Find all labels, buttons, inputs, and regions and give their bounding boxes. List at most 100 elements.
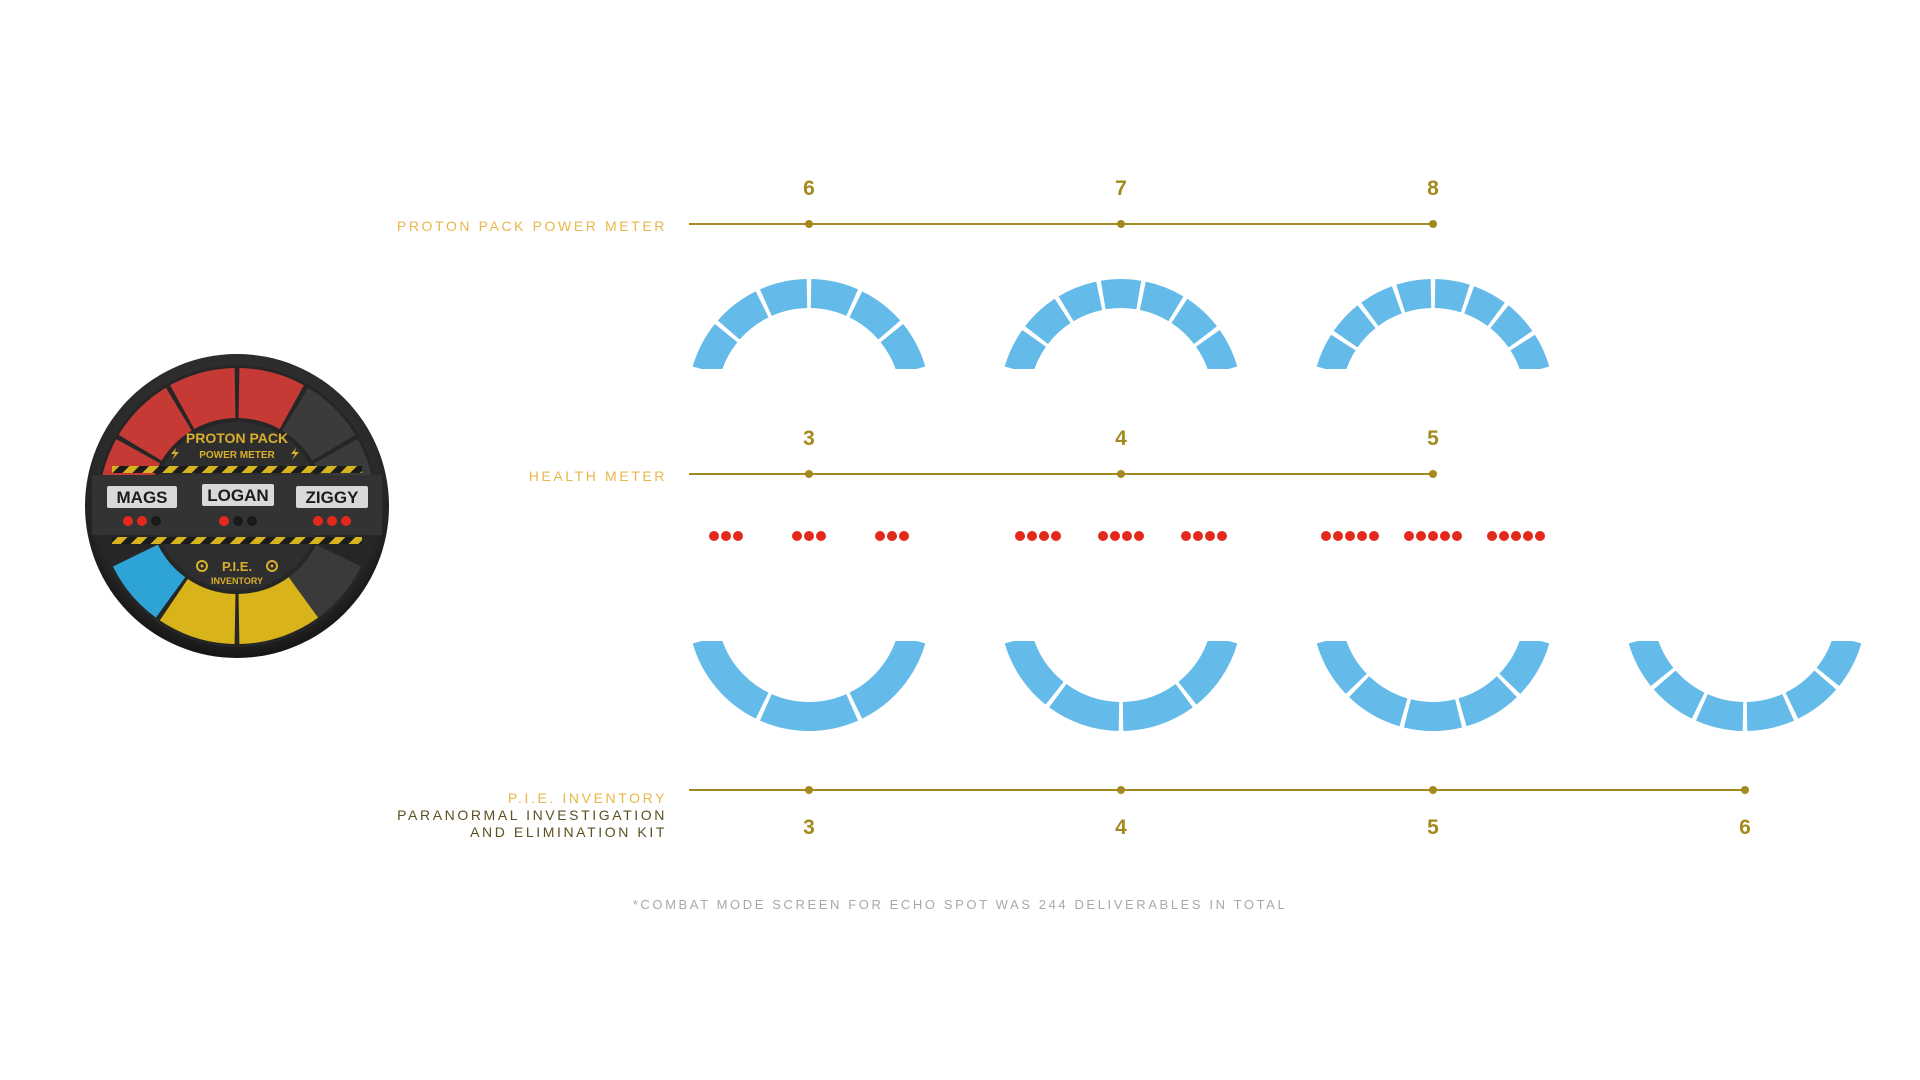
- timeline-node: [1429, 220, 1437, 228]
- power-meter-timeline: [689, 220, 1437, 228]
- footnote: *COMBAT MODE SCREEN FOR ECHO SPOT WAS 24…: [632, 897, 1288, 912]
- health-dot: [1440, 531, 1450, 541]
- label-health-meter: HEALTH METER: [247, 468, 667, 485]
- label-power-meter-text: PROTON PACK POWER METER: [396, 218, 667, 234]
- arc-baseline-mask: [679, 369, 939, 409]
- power-meter-segment: [1196, 330, 1238, 375]
- badge-power-segment: [238, 368, 304, 430]
- label-health-meter-text: HEALTH METER: [528, 468, 667, 484]
- health-dot: [1404, 531, 1414, 541]
- health-dot: [1357, 531, 1367, 541]
- badge-inventory-title: P.I.E.: [222, 559, 252, 574]
- health-meter-timeline: [689, 470, 1437, 478]
- power-meter-segment: [1464, 286, 1505, 326]
- inventory-timeline: [689, 786, 1749, 794]
- badge-health-dot: [219, 516, 229, 526]
- health-dot: [1535, 531, 1545, 541]
- health-dot: [1321, 531, 1331, 541]
- inventory-segment: [1695, 694, 1744, 731]
- arc-baseline-mask: [1303, 600, 1563, 641]
- health-dot: [721, 531, 731, 541]
- radiation-left-icon: [196, 560, 208, 572]
- timeline-node: [1117, 786, 1125, 794]
- health-meter-dots: [1321, 531, 1545, 541]
- label-pie-inventory-line3: AND ELIMINATION KIT: [470, 824, 667, 840]
- power-meter-segment: [1139, 281, 1184, 322]
- badge-subtitle: POWER METER: [199, 450, 275, 461]
- health-dot: [709, 531, 719, 541]
- health-dot: [1205, 531, 1215, 541]
- health-dot: [887, 531, 897, 541]
- inventory-segment: [1349, 676, 1408, 727]
- radiation-right-icon: [266, 560, 278, 572]
- badge-inventory-segment: [159, 578, 236, 644]
- timeline-node: [805, 220, 813, 228]
- power-meter-segment: [1004, 330, 1046, 375]
- label-pie-inventory-title: P.I.E. INVENTORY: [507, 790, 667, 806]
- timeline-node: [1117, 220, 1125, 228]
- power-meter-segment: [1510, 334, 1550, 375]
- health-dot: [1523, 531, 1533, 541]
- inventory-arc: [1303, 600, 1563, 731]
- health-dot: [1110, 531, 1120, 541]
- badge-health-dot: [341, 516, 351, 526]
- health-variant-number: 5: [1427, 427, 1439, 450]
- inventory-segment: [1316, 635, 1367, 694]
- arc-baseline-mask: [991, 600, 1251, 641]
- inventory-segment: [1785, 670, 1837, 719]
- inventory-variant-number: 5: [1427, 816, 1439, 839]
- power-meter-segment: [849, 291, 901, 340]
- health-dot: [816, 531, 826, 541]
- health-dot: [1428, 531, 1438, 541]
- label-pie-inventory-line2: PARANORMAL INVESTIGATION: [397, 807, 667, 823]
- inventory-segment: [1049, 684, 1120, 731]
- health-dot: [1333, 531, 1343, 541]
- timeline-node: [805, 786, 813, 794]
- badge-health-dot: [233, 516, 243, 526]
- power-meter-segment: [1361, 286, 1402, 326]
- health-dot: [1369, 531, 1379, 541]
- inventory-segment: [1403, 699, 1463, 731]
- health-dot: [1452, 531, 1462, 541]
- combat-badge: PROTON PACK POWER METER MAGS LOGAN ZIGGY…: [85, 354, 389, 658]
- timeline-node: [805, 470, 813, 478]
- inventory-segment: [849, 635, 926, 719]
- timeline-node: [1429, 470, 1437, 478]
- health-dot: [1051, 531, 1061, 541]
- power-meter-segment: [1025, 298, 1071, 344]
- inventory-segment: [1628, 635, 1674, 686]
- timeline-node: [1117, 470, 1125, 478]
- arc-baseline-mask: [1303, 369, 1563, 409]
- power-meter-segment: [1316, 334, 1356, 375]
- health-dot: [1181, 531, 1191, 541]
- health-dot: [1416, 531, 1426, 541]
- health-dot: [792, 531, 802, 541]
- badge-health-dot: [247, 516, 257, 526]
- timeline-node: [1429, 786, 1437, 794]
- inventory-segment: [1816, 635, 1862, 686]
- inventory-segment: [1499, 635, 1550, 694]
- name-mags: MAGS: [117, 488, 168, 507]
- badge-health-dot: [313, 516, 323, 526]
- inventory-segment: [1178, 635, 1238, 705]
- health-variant-number: 4: [1115, 427, 1127, 450]
- power-meter-segment: [1490, 305, 1533, 348]
- health-dot: [1345, 531, 1355, 541]
- label-pie-inventory: P.I.E. INVENTORY PARANORMAL INVESTIGATIO…: [247, 790, 667, 841]
- health-meter-dots: [1015, 531, 1227, 541]
- power-variant-number: 8: [1427, 177, 1439, 200]
- power-meter-arc: [1303, 279, 1563, 409]
- inventory-segment: [1653, 670, 1705, 719]
- power-variant-number: 7: [1115, 177, 1127, 200]
- badge-power-segment: [170, 368, 236, 430]
- name-logan: LOGAN: [207, 486, 268, 505]
- health-dot: [804, 531, 814, 541]
- inventory-arc: [1615, 600, 1875, 731]
- inventory-segment: [1004, 635, 1064, 705]
- health-dot: [899, 531, 909, 541]
- health-dot: [1193, 531, 1203, 541]
- badge-health-dot: [137, 516, 147, 526]
- badge-inventory-segment: [112, 544, 186, 618]
- inventory-segment: [1122, 684, 1193, 731]
